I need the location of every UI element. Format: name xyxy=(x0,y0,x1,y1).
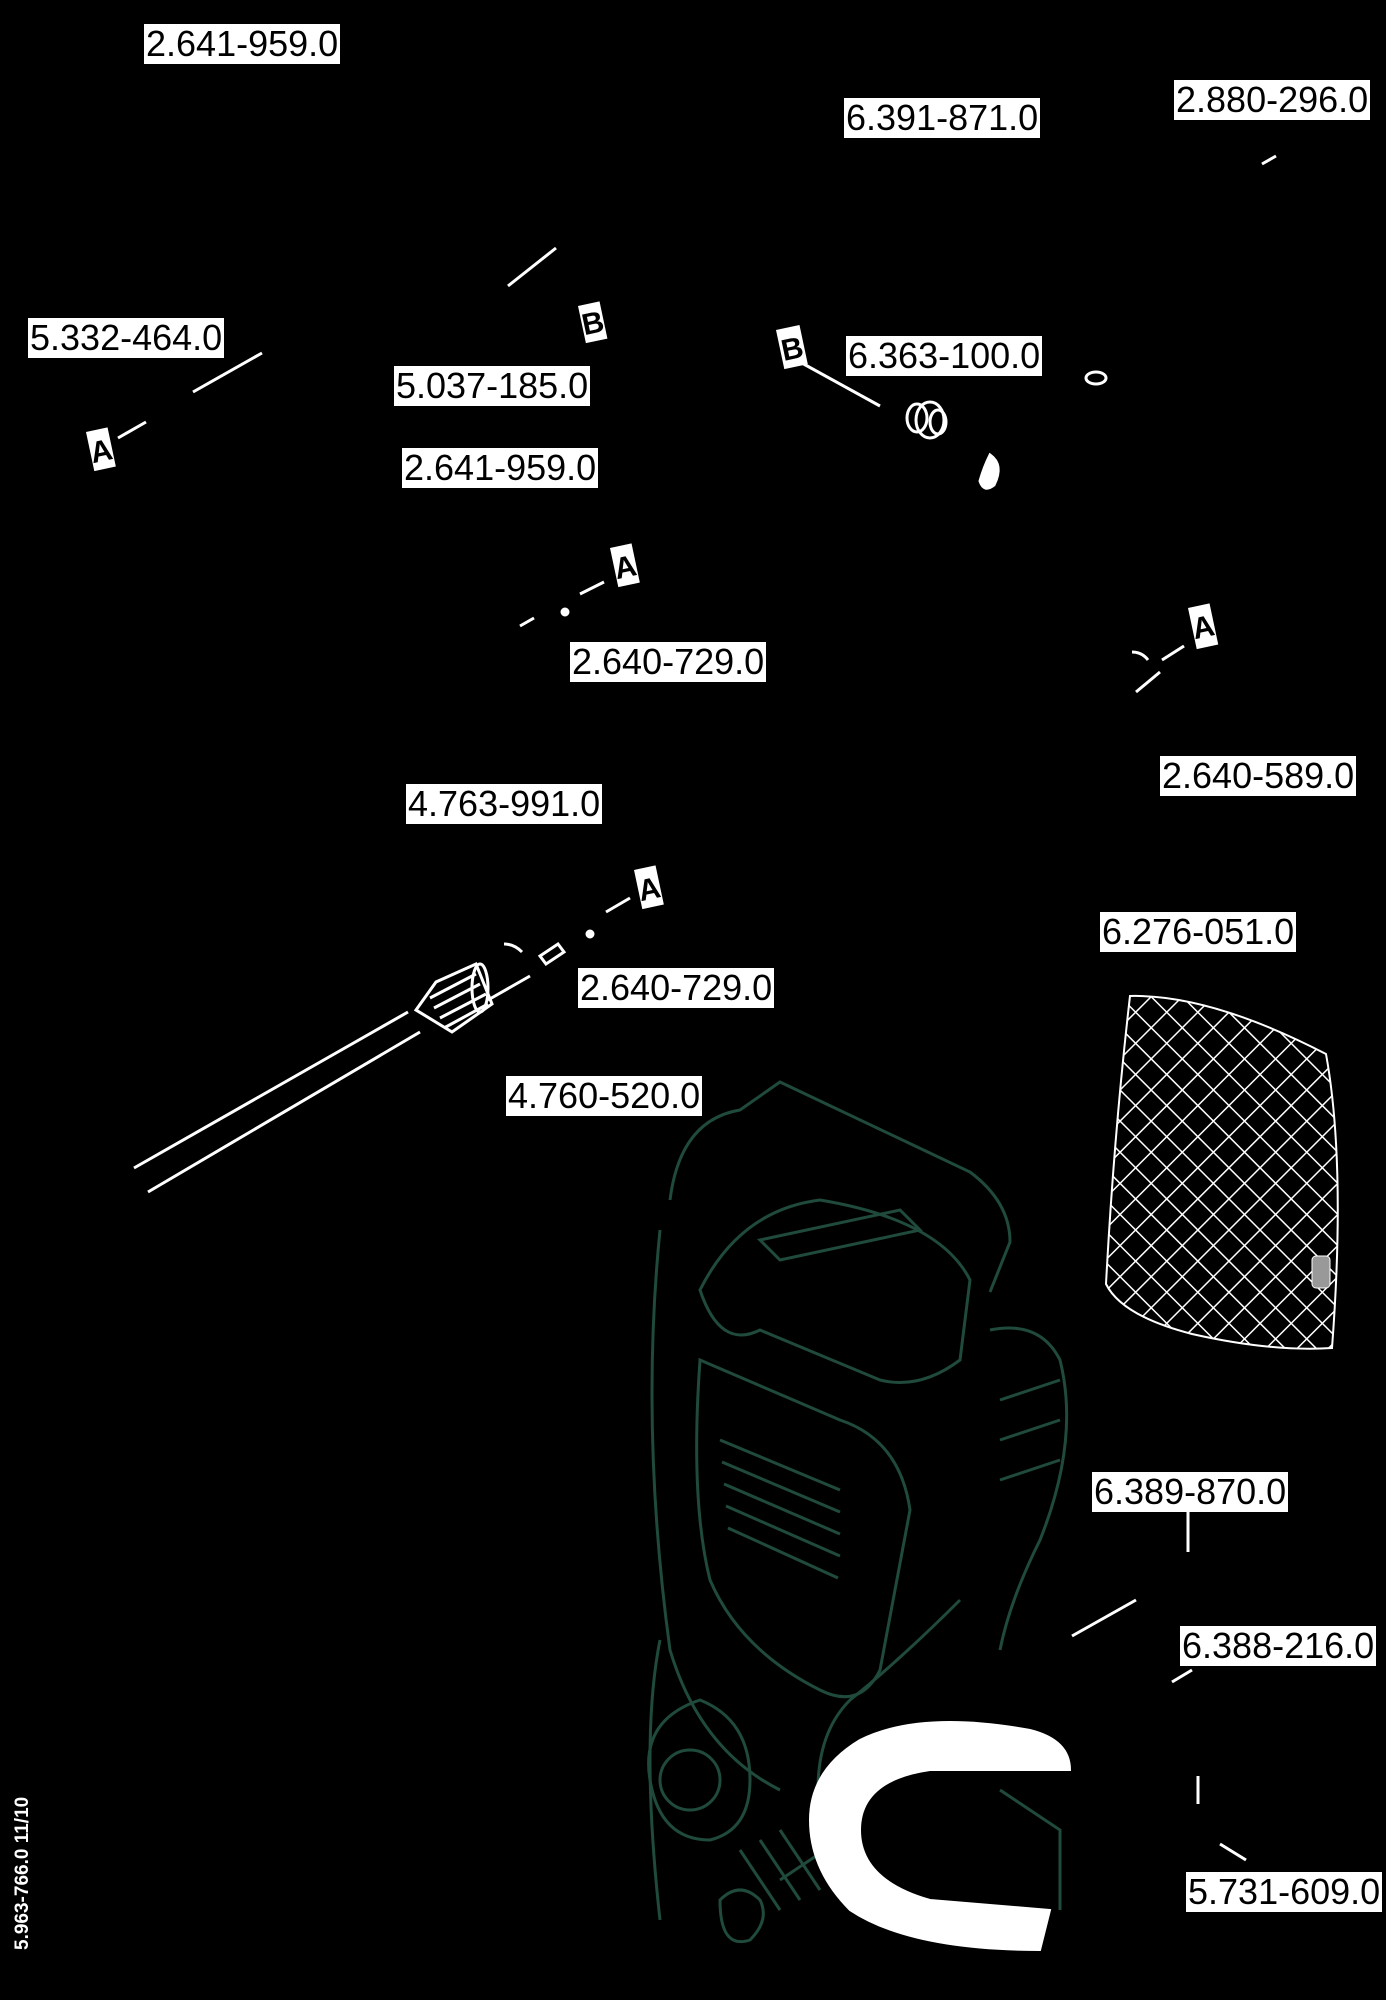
nozzle-parts-right xyxy=(1131,644,1185,694)
rod-short xyxy=(507,246,557,288)
part-callout: 2.880-296.0 xyxy=(1174,79,1371,120)
part-callout: 6.276-051.0 xyxy=(1100,911,1297,952)
marker-a-2: A xyxy=(610,543,640,588)
part-callout: 2.641-959.0 xyxy=(144,23,341,64)
part-callout: 4.763-991.0 xyxy=(406,783,603,824)
part-callout: 5.037-185.0 xyxy=(394,365,591,406)
marker-letter: A xyxy=(1189,609,1217,646)
part-callout: 6.363-100.0 xyxy=(846,335,1043,376)
marker-a-1: A xyxy=(86,427,116,472)
part-callout: 4.760-520.0 xyxy=(506,1075,703,1116)
part-callout: 5.731-609.0 xyxy=(1186,1871,1383,1912)
mesh-filter xyxy=(1104,994,1339,1350)
marker-letter: A xyxy=(635,871,663,908)
housing-outline xyxy=(647,1080,1069,1943)
marker-letter: B xyxy=(579,305,607,342)
marker-letter: A xyxy=(87,433,115,470)
part-callout: 2.641-959.0 xyxy=(402,447,599,488)
rod-to-valve xyxy=(799,360,881,408)
part-callout: 5.332-464.0 xyxy=(28,317,225,358)
marker-letter: A xyxy=(611,549,639,586)
lance-assembly xyxy=(133,896,631,1194)
small-seal xyxy=(1084,154,1277,386)
part-callout: 6.389-870.0 xyxy=(1092,1471,1289,1512)
hose-holder-hook xyxy=(808,1721,1072,1952)
marker-b-2: B xyxy=(776,325,808,370)
nozzle-parts-upper xyxy=(519,580,605,628)
document-code: 5.963-766.0 11/10 xyxy=(12,1796,33,1950)
part-callout: 2.640-729.0 xyxy=(570,641,767,682)
part-callout: 6.388-216.0 xyxy=(1180,1625,1377,1666)
part-callout: 6.391-871.0 xyxy=(844,97,1041,138)
marker-a-4: A xyxy=(634,865,664,910)
marker-a-3: A xyxy=(1188,603,1219,650)
part-callout: 2.640-729.0 xyxy=(578,967,775,1008)
valve-assembly xyxy=(905,400,1000,490)
marker-b-1: B xyxy=(578,301,608,344)
pin-parts xyxy=(1071,1512,1247,1862)
rod-5332-464 xyxy=(117,351,263,440)
marker-letter: B xyxy=(778,331,806,368)
part-callout: 2.640-589.0 xyxy=(1160,755,1357,796)
